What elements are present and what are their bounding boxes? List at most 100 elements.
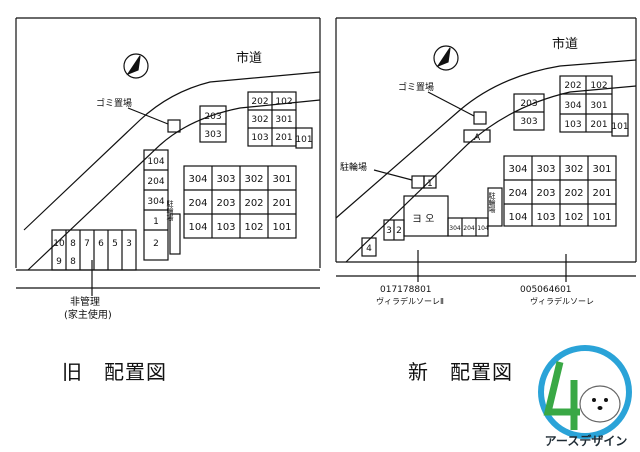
new-small-unit-202: 202 [564,81,581,91]
new-left-slot-2: 2 [396,226,402,236]
new-road-line-upper [335,59,637,219]
old-parking-sub-9: 9 [56,257,62,267]
old-parking-slot-8: 8 [70,239,76,249]
old-parking-sub-8: 8 [70,257,76,267]
old-unit-204: 204 [188,198,207,209]
old-building-left [143,149,169,261]
new-center-building-label: ヨ 오 [412,214,434,225]
new-center-unit-104: 104 [477,225,489,232]
old-unit-301: 301 [272,174,291,185]
new-center-building [403,195,449,237]
old-left-unit-1: 1 [153,217,159,227]
old-garbage-label: ゴミ置場 [96,97,132,109]
old-unit-102: 102 [244,222,263,233]
old-road-line-upper [23,71,321,231]
old-left-unit-204: 204 [147,177,164,187]
old-unit-303: 303 [216,174,235,185]
new-bike-vertical [487,187,503,227]
new-slot-4 [361,237,377,257]
logo-text: アースデザイン [544,434,628,448]
new-small-unit-304: 304 [564,101,581,111]
new-bike-box-1 [411,175,425,189]
old-parking-slot-6: 6 [98,239,104,249]
old-road-line-lower [27,99,321,271]
new-unit-301: 301 [592,164,611,175]
old-north-arrow [126,55,141,76]
logo-dog-eye-right [604,398,608,402]
old-unit-304: 304 [188,174,207,185]
old-north-circle [123,53,149,79]
old-unit-202: 202 [244,198,263,209]
new-unit-203: 203 [536,188,555,199]
new-center-unit-304: 304 [449,225,461,232]
old-plan-text: 市道 ゴミ置場 駐輪場 非管理 (家主使用) [64,50,262,321]
new-box-a-label: A [474,133,481,143]
old-small-unit-202: 202 [251,97,268,107]
old-small-unit-302: 302 [251,115,268,125]
old-small-unit-301: 301 [275,115,292,125]
old-parking-slot-7: 7 [84,239,90,249]
new-north-circle [433,45,459,71]
old-small-unit-201: 201 [275,133,292,143]
new-plan-text: 市道 ゴミ置場 駐輪場 駐輪場 A 1 ヨ 오 017178801 ヴィラデルソ… [340,36,594,306]
old-bike-label: 駐輪場 [166,199,174,222]
new-unit-204: 204 [508,188,527,199]
old-garbage-leader [127,107,169,125]
old-unit-101: 101 [272,222,291,233]
old-parking-slot-10: 10 [53,239,65,249]
new-bike-vertical-label: 駐輪場 [488,191,496,214]
old-unit-203: 203 [216,198,235,209]
old-parking-label-1: 非管理 [70,295,100,308]
old-garbage-box [167,119,181,133]
new-left-slot-3: 3 [386,226,392,236]
new-bike-leader [373,169,413,181]
old-unit-104: 104 [188,222,207,233]
new-unit-102: 102 [564,212,583,223]
old-unit-302: 302 [244,174,263,185]
old-small-unit-203: 203 [204,112,221,122]
old-parking-slot-3: 3 [126,239,132,249]
new-plan [335,17,637,282]
new-center-unit-204: 204 [463,225,475,232]
new-unit-104: 104 [508,212,527,223]
old-small-unit-103: 103 [251,133,268,143]
old-left-unit-304: 304 [147,197,164,207]
new-unit-103: 103 [536,212,555,223]
new-meter-2-name: ヴィラデルソーレ [530,296,594,306]
new-unit-labels: 304 303 302 301 204 203 202 201 104 103 102 101 202 1… [366,81,628,254]
logo-ring [538,345,632,439]
new-box-a [463,129,491,143]
old-unit-201: 201 [272,198,291,209]
old-plan-caption: 旧 配置図 [62,360,167,384]
old-building-101 [295,127,313,149]
new-north-arrow [436,47,451,68]
new-small-unit-102: 102 [590,81,607,91]
logo-dog-nose [597,406,603,410]
new-bike-label: 駐輪場 [340,161,367,173]
new-box-1-label: 1 [427,179,433,189]
old-parking-label-2: (家主使用) [64,308,112,321]
new-small-unit-203: 203 [520,99,537,109]
new-center-units [447,217,489,237]
new-unit-304: 304 [508,164,527,175]
old-small-unit-303: 303 [204,130,221,140]
new-unit-202: 202 [564,188,583,199]
new-unit-302: 302 [564,164,583,175]
logo-number-4 [543,361,580,430]
new-small-unit-103: 103 [564,120,581,130]
new-small-unit-201: 201 [590,120,607,130]
logo-dog-eye-left [592,398,596,402]
old-plan [15,17,321,296]
new-unit-303: 303 [536,164,555,175]
new-meter-1-name: ヴィラデルソーレⅡ [376,296,444,306]
old-bike-box [169,213,181,255]
new-box-1 [423,175,437,189]
new-garbage-label: ゴミ置場 [398,81,434,93]
logo [538,345,632,439]
new-left-slot-4: 4 [366,244,372,254]
new-garbage-leader [427,91,475,117]
new-small-unit-101: 101 [611,122,628,132]
old-left-unit-104: 104 [147,157,164,167]
